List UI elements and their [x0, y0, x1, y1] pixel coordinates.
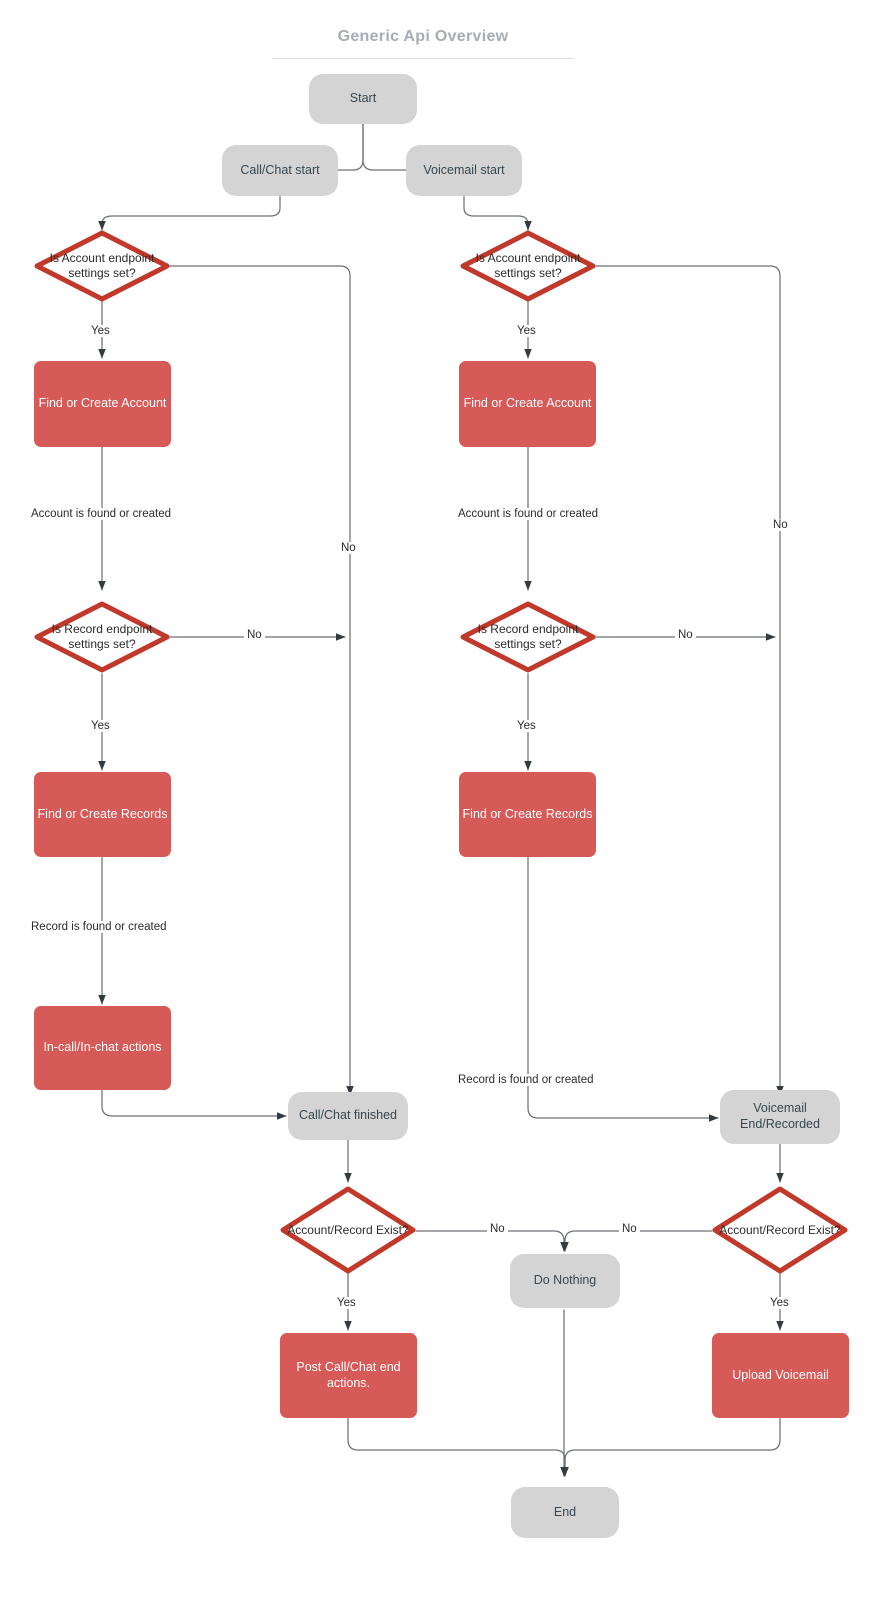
diamond-shape [34, 230, 170, 302]
node-find-or-create-records-right[interactable]: Find or Create Records [459, 772, 596, 857]
node-is-record-endpoint-settings-set-right[interactable]: Is Record endpoint settings set? [460, 601, 596, 673]
edge-label-no-record-right: No [675, 629, 696, 641]
node-is-account-endpoint-settings-set-left[interactable]: Is Account endpoint settings set? [34, 230, 170, 302]
node-label: Find or Create Records [37, 806, 168, 821]
page-title: Generic Api Overview [337, 28, 509, 45]
node-label: In-call/In-chat actions [43, 1040, 162, 1055]
edge-label-no-account-right: No [770, 519, 791, 531]
node-do-nothing[interactable]: Do Nothing [510, 1254, 620, 1308]
node-label: End [553, 1504, 577, 1519]
node-call-chat-start[interactable]: Call/Chat start [222, 145, 338, 196]
node-label: Do Nothing [533, 1273, 597, 1288]
node-end[interactable]: End [511, 1487, 619, 1538]
node-find-or-create-records-left[interactable]: Find or Create Records [34, 772, 171, 857]
node-label: Call/Chat finished [299, 1108, 397, 1123]
node-label: Find or Create Records [462, 806, 593, 821]
node-label: Voicemail start [423, 162, 505, 177]
diamond-shape [280, 1186, 416, 1274]
node-call-chat-finished[interactable]: Call/Chat finished [288, 1092, 408, 1140]
edge-label-no-record-left: No [244, 629, 265, 641]
node-find-or-create-account-right[interactable]: Find or Create Account [459, 361, 596, 447]
node-post-call-chat-end-actions[interactable]: Post Call/Chat end actions. [280, 1333, 417, 1418]
diamond-shape [712, 1186, 848, 1274]
title-divider [272, 58, 574, 59]
edge-label-yes-record-left: Yes [88, 720, 113, 732]
edge-label-no-exist-left: No [487, 1223, 508, 1235]
edge-label-record-found-left: Record is found or created [28, 921, 170, 933]
node-is-record-endpoint-settings-set-left[interactable]: Is Record endpoint settings set? [34, 601, 170, 673]
edge-label-no-account-left: No [338, 542, 359, 554]
node-start[interactable]: Start [309, 74, 417, 124]
edge-label-record-found-right: Record is found or created [455, 1074, 597, 1086]
node-find-or-create-account-left[interactable]: Find or Create Account [34, 361, 171, 447]
diamond-shape [34, 601, 170, 673]
node-account-record-exist-right[interactable]: Account/Record Exist? [712, 1186, 848, 1274]
node-label: Start [349, 91, 377, 106]
edge-label-yes-record-right: Yes [514, 720, 539, 732]
node-label: Post Call/Chat end actions. [296, 1359, 401, 1390]
node-label: Voicemail End/Recorded [740, 1101, 820, 1131]
edge-label-yes-exist-left: Yes [334, 1297, 359, 1309]
node-upload-voicemail[interactable]: Upload Voicemail [712, 1333, 849, 1418]
node-in-call-in-chat-actions[interactable]: In-call/In-chat actions [34, 1006, 171, 1090]
diamond-shape [460, 601, 596, 673]
node-label: Upload Voicemail [732, 1367, 829, 1382]
node-voicemail-start[interactable]: Voicemail start [406, 145, 522, 196]
edge-label-yes-account-right: Yes [514, 325, 539, 337]
node-label: Find or Create Account [38, 396, 167, 411]
node-label: Find or Create Account [463, 396, 592, 411]
node-voicemail-end-recorded[interactable]: Voicemail End/Recorded [720, 1090, 840, 1144]
edge-label-account-found-right: Account is found or created [455, 508, 601, 520]
node-is-account-endpoint-settings-set-right[interactable]: Is Account endpoint settings set? [460, 230, 596, 302]
edge-label-yes-exist-right: Yes [767, 1297, 792, 1309]
edge-label-no-exist-right: No [619, 1223, 640, 1235]
node-label: Call/Chat start [240, 162, 320, 177]
edge-label-account-found-left: Account is found or created [28, 508, 174, 520]
diamond-shape [460, 230, 596, 302]
edge-label-yes-account-left: Yes [88, 325, 113, 337]
node-account-record-exist-left[interactable]: Account/Record Exist? [280, 1186, 416, 1274]
